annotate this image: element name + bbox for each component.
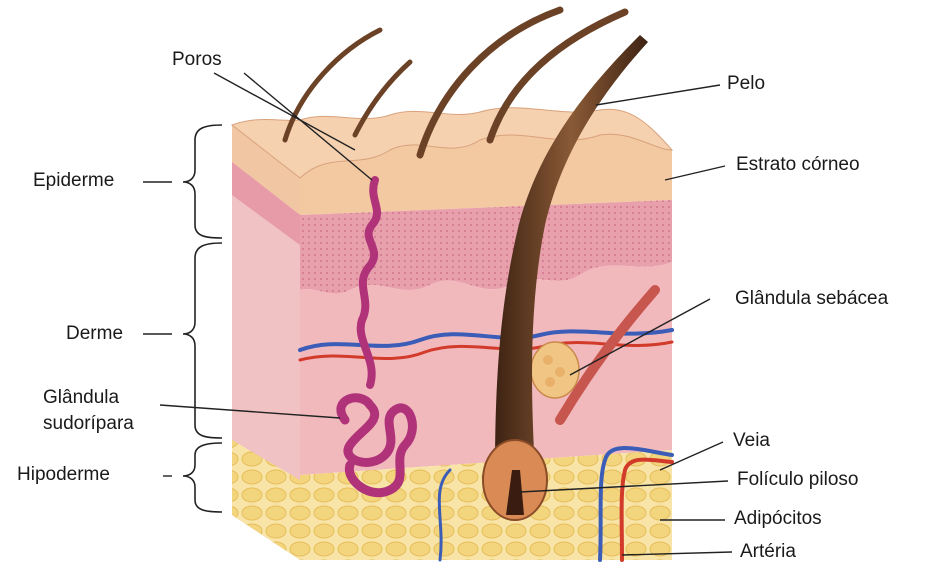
label-epiderme: Epiderme: [33, 170, 114, 192]
sebaceous-gland: [531, 342, 579, 398]
label-derme: Derme: [66, 323, 123, 345]
pelo-line: [596, 85, 720, 105]
label-poros: Poros: [172, 49, 222, 71]
label-foliculo-piloso: Folículo piloso: [737, 469, 858, 491]
estrato-corneo-line: [665, 166, 725, 180]
hipoderme-bracket: [183, 443, 222, 512]
epiderme-bracket: [183, 125, 222, 238]
label-glandula-sudoripara-1: Glândula: [43, 387, 119, 409]
label-arteria: Artéria: [740, 541, 796, 563]
block-side-face: [232, 125, 300, 560]
label-veia: Veia: [733, 430, 770, 452]
label-estrato-corneo: Estrato córneo: [736, 154, 860, 176]
layer-brackets: [183, 125, 222, 512]
label-glandula-sudoripara-2: sudorípara: [43, 413, 134, 435]
label-glandula-sebacea: Glândula sebácea: [735, 288, 888, 310]
label-hipoderme: Hipoderme: [17, 464, 110, 486]
label-pelo: Pelo: [727, 73, 765, 95]
label-adipocitos: Adipócitos: [734, 508, 822, 530]
